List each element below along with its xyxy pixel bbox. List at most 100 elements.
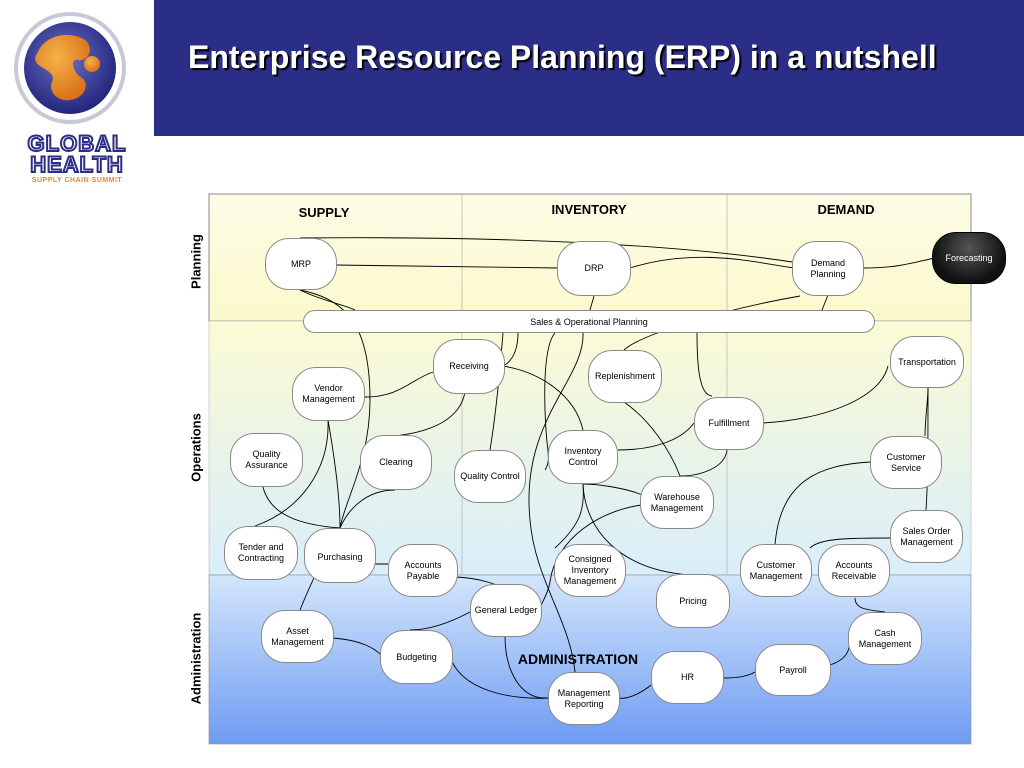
node-label: Forecasting — [945, 253, 993, 263]
node-label: Quality — [252, 449, 281, 459]
node-label: Management — [271, 637, 324, 647]
node-label: Quality Control — [460, 471, 520, 481]
connector — [528, 332, 584, 673]
connector — [327, 419, 341, 529]
zone-label-administration: Administration — [188, 612, 204, 705]
node-label: Accounts — [404, 559, 442, 570]
node-label: Inventory — [564, 446, 602, 456]
node-label: Assurance — [245, 460, 288, 470]
connector — [589, 295, 595, 311]
node-label: Contracting — [237, 553, 285, 563]
node-label: Cash — [874, 627, 896, 638]
node-label: General Ledger — [474, 605, 538, 615]
connector — [299, 289, 371, 529]
node-label: Management — [302, 394, 355, 404]
connector — [489, 332, 504, 451]
connector — [629, 256, 796, 269]
connector — [339, 489, 396, 529]
connector — [409, 611, 471, 631]
node-label: Service — [890, 462, 921, 473]
node-label: Transportation — [898, 357, 956, 367]
connector-lines — [254, 237, 936, 699]
connector — [394, 391, 466, 437]
zone-label-planning: Planning — [188, 234, 204, 289]
node-label: HR — [681, 672, 694, 682]
node-label: Payable — [406, 570, 440, 581]
node-label: Replenishment — [594, 371, 656, 381]
node-fulfillment: Fulfillment — [694, 397, 764, 450]
column-head-inventory: INVENTORY — [551, 202, 627, 217]
node-replenishment: Replenishment — [588, 350, 662, 403]
node-label: Accounts — [835, 559, 873, 570]
logo-line-3: SUPPLY CHAIN SUMMIT — [31, 177, 123, 184]
node-label: Clearing — [379, 457, 413, 467]
connector — [262, 486, 341, 529]
node-budgeting: Budgeting — [380, 630, 453, 684]
connector — [502, 332, 519, 367]
connector — [449, 655, 549, 699]
connector — [504, 635, 549, 699]
zone-label-operations: Operations — [188, 413, 204, 482]
connector — [332, 637, 383, 657]
node-label: Customer — [886, 451, 926, 462]
connector — [821, 294, 829, 311]
administration-heading: ADMINISTRATION — [517, 651, 639, 667]
title-banner — [154, 0, 1024, 136]
logo: GLOBAL HEALTH SUPPLY CHAIN SUMMIT — [0, 0, 154, 200]
node-purchasing: Purchasing — [304, 528, 376, 583]
sales-operational-planning-bar: Sales & Operational Planning — [303, 310, 875, 333]
connector — [364, 371, 434, 398]
node-label: Receiving — [449, 361, 489, 371]
node-label: Management — [650, 502, 704, 513]
page-title: Enterprise Resource Planning (ERP) in a … — [188, 39, 937, 75]
node-label: Control — [568, 457, 598, 467]
node-label: Fulfillment — [708, 418, 750, 428]
connector — [502, 365, 584, 431]
column-head-supply: SUPPLY — [298, 205, 350, 220]
node-label: Payroll — [779, 664, 807, 675]
node-label: Purchasing — [317, 552, 363, 562]
connector — [679, 449, 728, 477]
node-quality-control: Quality Control — [454, 450, 526, 503]
node-hr: HR — [651, 651, 724, 704]
connector — [696, 332, 713, 397]
node-drp: DRP — [557, 241, 631, 296]
column-head-demand: DEMAND — [817, 202, 875, 217]
connector — [334, 264, 559, 269]
node-transportation: Transportation — [890, 336, 964, 388]
node-label: Management — [858, 638, 912, 649]
node-label: Pricing — [679, 595, 707, 606]
node-label: Tender and — [238, 542, 284, 552]
connector — [774, 461, 871, 546]
globe-logo-icon — [14, 12, 126, 124]
connector — [762, 365, 889, 424]
node-mrp: MRP — [265, 238, 337, 290]
node-label: Demand — [810, 257, 846, 268]
connector — [299, 289, 356, 311]
node-label: Management — [563, 576, 617, 586]
node-payroll: Payroll — [755, 644, 831, 696]
node-label: DRP — [584, 263, 604, 273]
node-label: Inventory — [571, 565, 609, 575]
connector — [854, 597, 886, 613]
connector — [618, 684, 652, 699]
connector — [544, 332, 556, 451]
node-label: Customer — [756, 559, 796, 570]
node-label: Management — [557, 687, 611, 698]
node-label: Warehouse — [654, 491, 700, 502]
node-label: Management — [749, 570, 803, 581]
node-label: Receivable — [831, 570, 877, 581]
